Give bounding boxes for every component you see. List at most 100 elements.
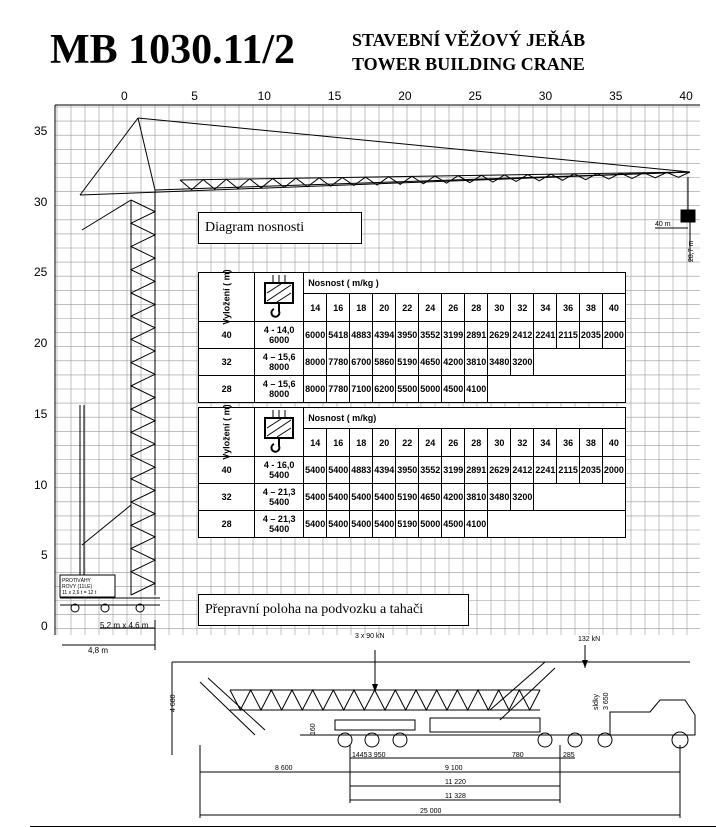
load-cell: 5000 (418, 375, 443, 403)
load-cell: 3200 (510, 483, 535, 511)
load-cell: 3480 (487, 348, 512, 376)
load-cell: 4394 (372, 321, 397, 349)
jib-length-cell: 40 (197, 456, 256, 484)
height-low-label: 160 (310, 723, 317, 735)
radius-cell: 26 (441, 293, 466, 322)
load-cell: 7780 (326, 375, 351, 403)
load-cell: 5190 (395, 483, 420, 511)
subtitle-english: TOWER BUILDING CRANE (352, 54, 585, 74)
radius-cell: 32 (510, 293, 535, 322)
radius-cell: 28 (464, 428, 489, 457)
load-cell: 2000 (601, 456, 627, 484)
load-cell: 4200 (441, 483, 466, 511)
transport-drawing (171, 645, 696, 818)
load-cell: 3199 (441, 456, 466, 484)
dim-8600: 8 600 (275, 765, 293, 772)
radius-cell: 24 (418, 428, 443, 457)
dim-11328: 11 328 (445, 793, 466, 800)
x-tick-label: 40 (679, 89, 693, 103)
radius-cell: 30 (487, 293, 512, 322)
load-cell: 5000 (418, 510, 443, 538)
empty-cell (487, 510, 626, 538)
range-text: 4 – 21,3 (262, 487, 296, 497)
range-text: 4 – 21,3 (262, 514, 296, 524)
load-cell: 5400 (372, 483, 397, 511)
radius-cell: 18 (349, 428, 374, 457)
load-cell: 7100 (349, 375, 374, 403)
radius-cell: 34 (533, 428, 558, 457)
y-tick-label: 35 (34, 124, 48, 138)
x-tick-label: 10 (257, 89, 271, 103)
load-cell: 4883 (349, 321, 374, 349)
load-cell: 2241 (533, 321, 558, 349)
radius-cell: 34 (533, 293, 558, 322)
radius-cell: 38 (578, 428, 603, 457)
load-cell: 5190 (395, 510, 420, 538)
load-cell: 2035 (578, 321, 603, 349)
range-text: 4 - 16,0 (263, 460, 295, 470)
transport-label: Přepravní poloha na podvozku a tahači (198, 594, 469, 626)
load-left-label: 3 x 90 kN (355, 633, 385, 640)
max-load-text: 5400 (269, 524, 290, 534)
reach-header: Vyložení ( m) (197, 404, 256, 460)
load-cell: 5400 (326, 510, 351, 538)
range-text: 4 - 14,0 (263, 325, 295, 335)
x-tick-label: 25 (468, 89, 482, 103)
track-label: 4,8 m (88, 646, 109, 655)
load-cell: 5400 (303, 510, 328, 538)
jib-length-cell: 40 (197, 321, 256, 349)
hook-load-icon (254, 272, 305, 322)
radius-cell: 14 (303, 293, 328, 322)
y-tick-label: 30 (34, 194, 48, 209)
x-tick-label: 30 (538, 89, 553, 103)
load-cell: 4500 (441, 510, 466, 538)
reach-header-text: Vyložení ( m) (221, 269, 232, 325)
dim-780: 780 (512, 752, 524, 759)
load-cell: 5190 (395, 348, 420, 376)
load-cell: 5860 (372, 348, 397, 376)
radius-cell: 40 (601, 428, 627, 457)
radius-cell: 36 (556, 293, 580, 322)
max-load-text: 6000 (269, 335, 290, 345)
load-cell: 5418 (326, 321, 351, 349)
dim-11220: 11 220 (445, 779, 466, 786)
y-tick-label: 15 (34, 406, 48, 421)
x-tick-label: 5 (191, 89, 198, 103)
plate-line-3: 11 x 2,6 t = 12 t (62, 590, 97, 596)
y-tick-label: 0 (41, 618, 48, 633)
radius-cell: 22 (395, 428, 420, 457)
sldky-label: sldky (593, 694, 600, 710)
load-cell: 2629 (487, 456, 512, 484)
x-tick-label: 20 (398, 89, 412, 103)
height-total-label: 4 680 (170, 694, 177, 712)
range-text: 4 – 15,6 (262, 379, 296, 389)
load-cell: 2412 (510, 321, 535, 349)
load-cell: 2891 (464, 456, 489, 484)
jib-length-cell: 32 (197, 348, 256, 376)
radius-cell: 40 (601, 293, 627, 322)
load-cell: 3200 (510, 348, 535, 376)
reach-header-text: Vyložení ( m) (221, 404, 232, 460)
empty-cell (533, 348, 626, 376)
x-tick-label: 35 (609, 89, 623, 103)
load-cell: 5500 (395, 375, 420, 403)
load-cell: 2115 (556, 321, 580, 349)
radius-cell: 16 (326, 293, 351, 322)
load-cell: 6700 (349, 348, 374, 376)
dim-9100: 9 100 (445, 765, 463, 772)
plate-line-2: ROVY (11LE) (62, 584, 93, 590)
diagram-label: Diagram nosnosti (198, 212, 362, 244)
x-tick-label: 15 (327, 89, 342, 103)
y-tick-label: 5 (41, 548, 48, 563)
cab-height-label: 3 650 (603, 692, 610, 710)
dim-285: 285 (563, 752, 575, 759)
load-cell: 5400 (326, 483, 351, 511)
max-load-text: 8000 (269, 362, 290, 372)
